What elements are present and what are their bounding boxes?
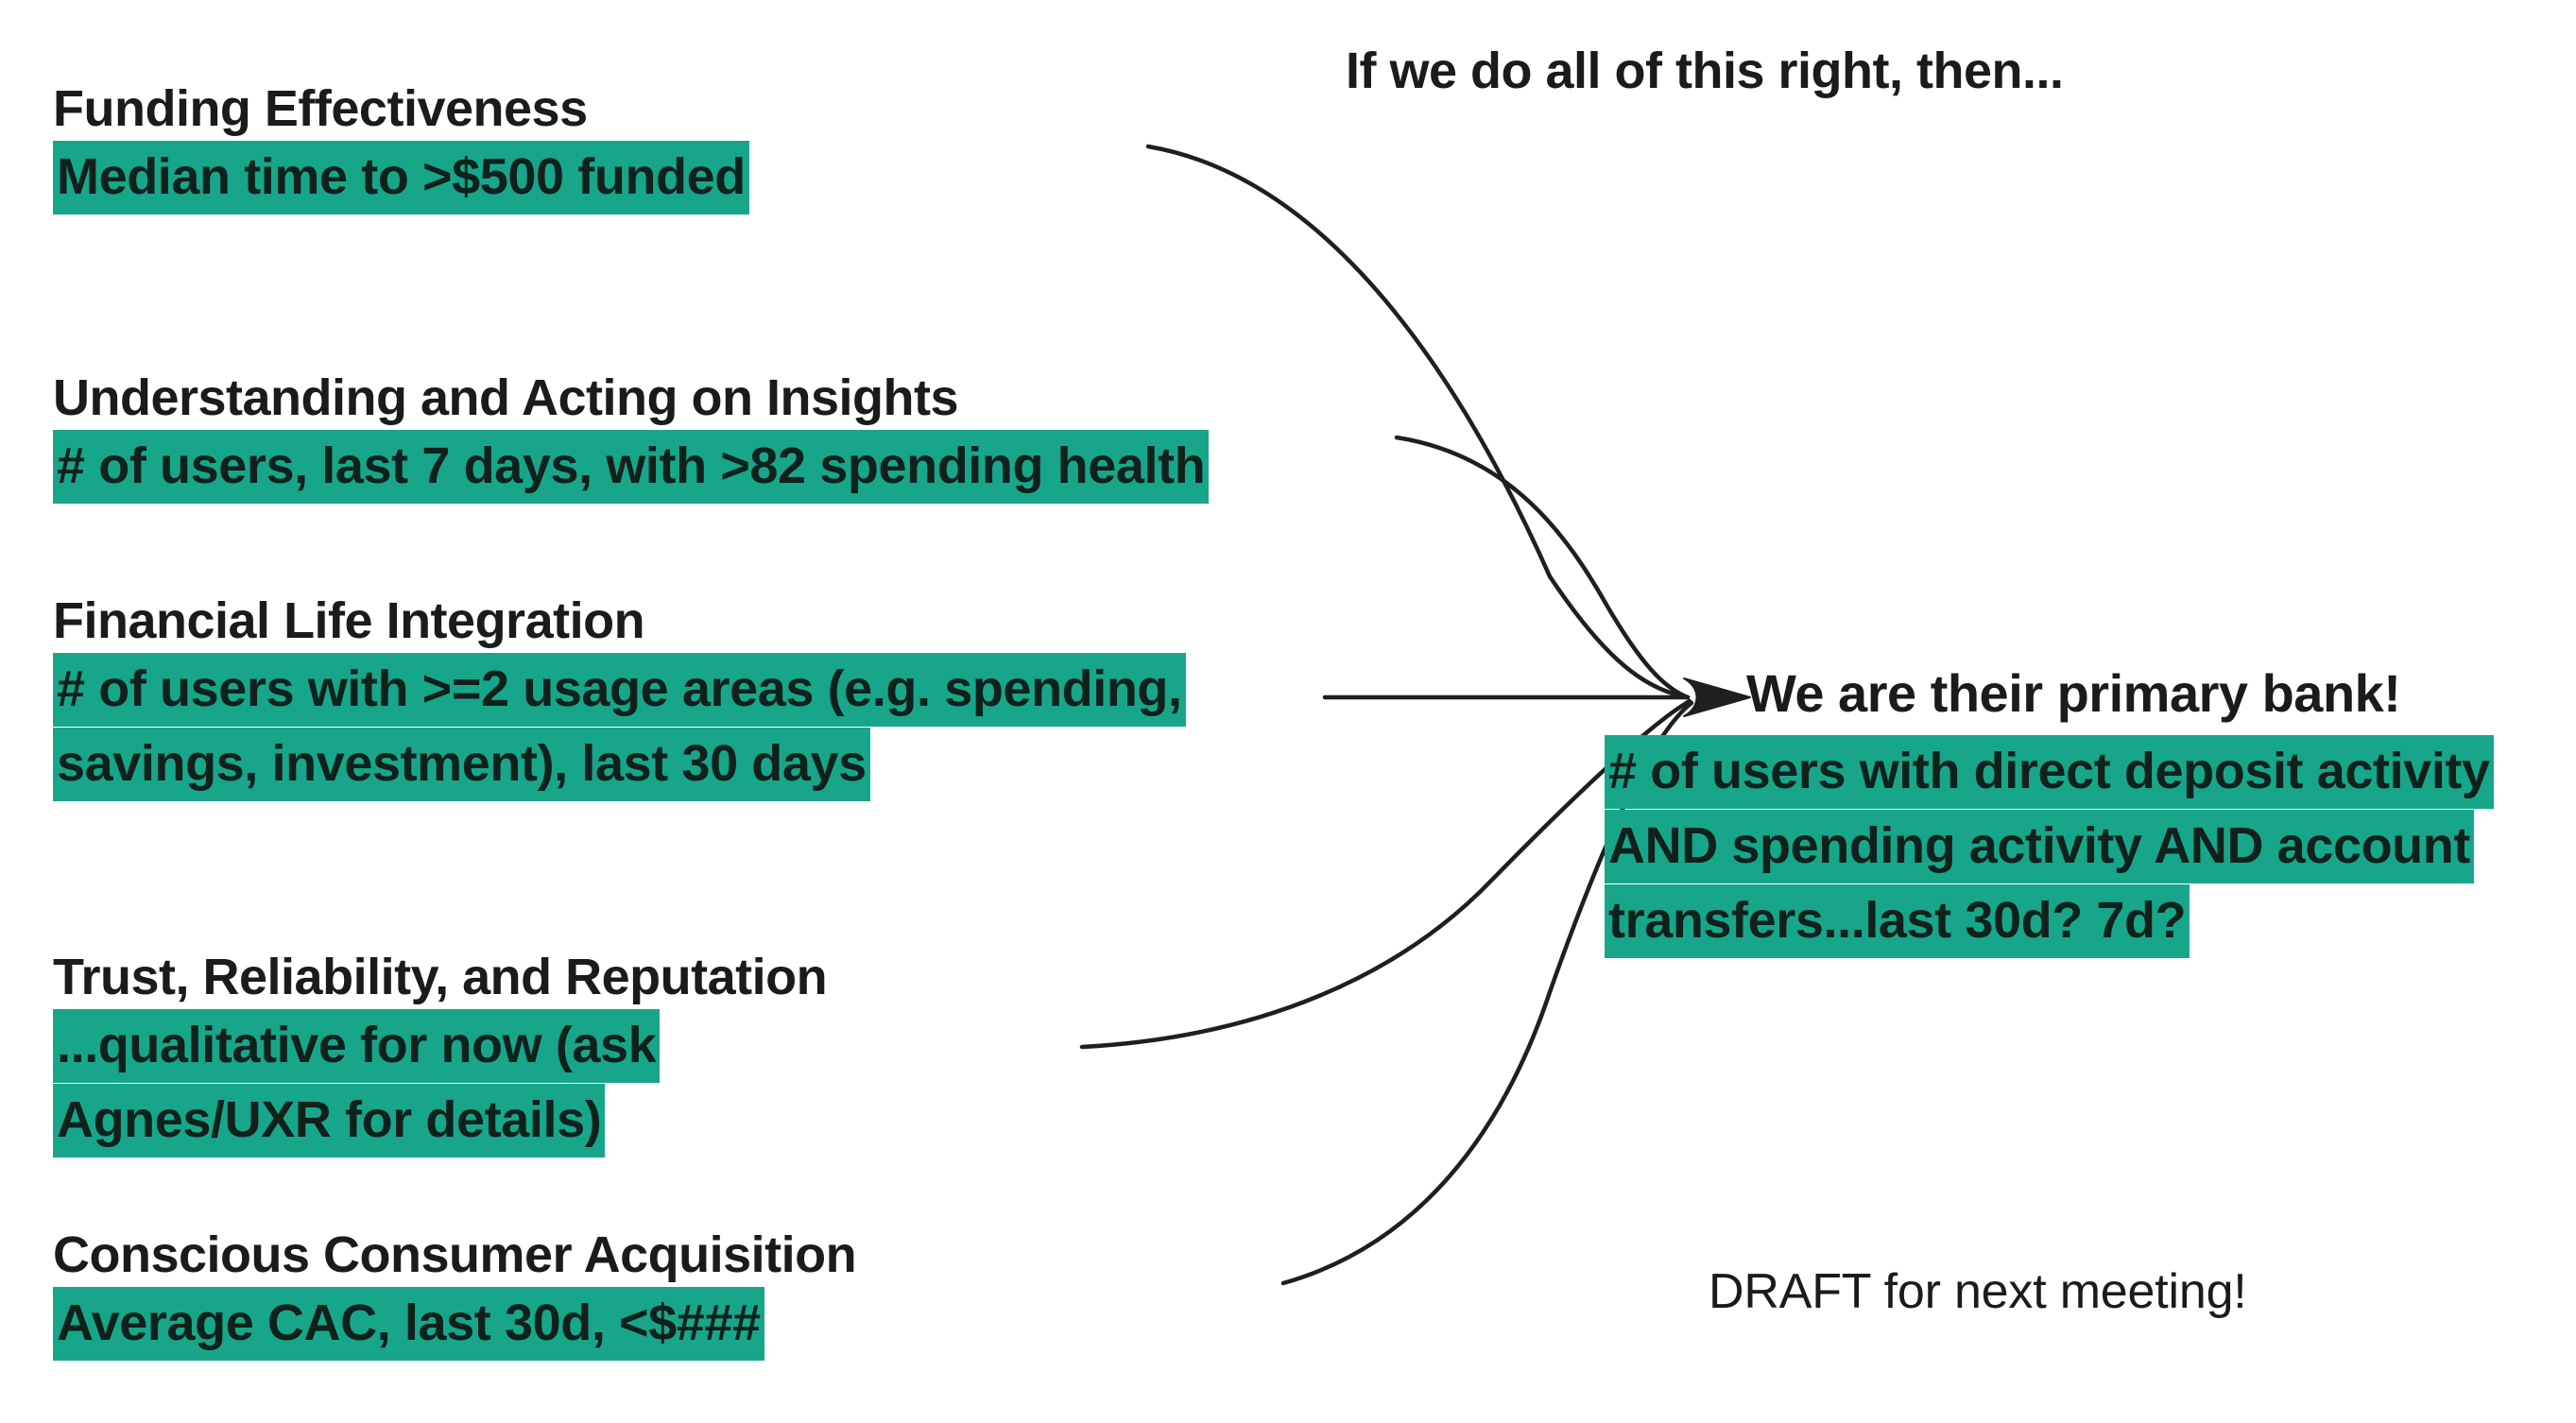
metric-title-conscious-consumer-acquisition: Conscious Consumer Acquisition (53, 1226, 857, 1283)
metric-detail-highlight: # of users with >=2 usage areas (e.g. sp… (53, 652, 1186, 801)
metric-detail-highlight: Average CAC, last 30d, <$### (53, 1286, 764, 1361)
outcome-detail-highlight: # of users with direct deposit activity … (1605, 735, 2494, 958)
metric-block-understanding-and-acting-on-insights: Understanding and Acting on Insights # o… (53, 369, 1451, 504)
metric-block-conscious-consumer-acquisition: Conscious Consumer Acquisition Average C… (53, 1226, 1092, 1361)
outcome-detail: # of users with direct deposit activity … (1605, 734, 2576, 958)
metric-detail-funding-effectiveness: Median time to >$500 funded (53, 140, 1187, 214)
metric-detail-trust-reliability-and-reputation: ...qualitative for now (ask Agnes/UXR fo… (53, 1008, 809, 1157)
draft-footnote: DRAFT for next meeting! (1709, 1264, 2247, 1319)
outcome-title: We are their primary bank! (1746, 663, 2401, 723)
metric-title-funding-effectiveness: Funding Effectiveness (53, 80, 588, 137)
metric-detail-highlight: Median time to >$500 funded (53, 140, 749, 214)
metric-detail-conscious-consumer-acquisition: Average CAC, last 30d, <$### (53, 1286, 1092, 1361)
metric-block-trust-reliability-and-reputation: Trust, Reliability, and Reputation ...qu… (53, 948, 828, 1157)
metric-block-funding-effectiveness: Funding Effectiveness Median time to >$5… (53, 79, 1187, 214)
metric-detail-highlight: # of users, last 7 days, with >82 spendi… (53, 429, 1210, 504)
outcome-block: We are their primary bank! # of users wi… (1605, 661, 2576, 958)
metric-title-trust-reliability-and-reputation: Trust, Reliability, and Reputation (53, 949, 828, 1005)
arrowhead-icon (1683, 677, 1751, 717)
metric-block-financial-life-integration: Financial Life Integration # of users wi… (53, 591, 1281, 801)
page-title: If we do all of this right, then... (1346, 43, 2064, 99)
metric-detail-understanding-and-acting-on-insights: # of users, last 7 days, with >82 spendi… (53, 429, 1451, 504)
metric-detail-highlight: ...qualitative for now (ask Agnes/UXR fo… (53, 1008, 661, 1157)
metric-title-financial-life-integration: Financial Life Integration (53, 592, 645, 649)
metric-title-understanding-and-acting-on-insights: Understanding and Acting on Insights (53, 369, 958, 426)
metric-detail-financial-life-integration: # of users with >=2 usage areas (e.g. sp… (53, 652, 1281, 801)
